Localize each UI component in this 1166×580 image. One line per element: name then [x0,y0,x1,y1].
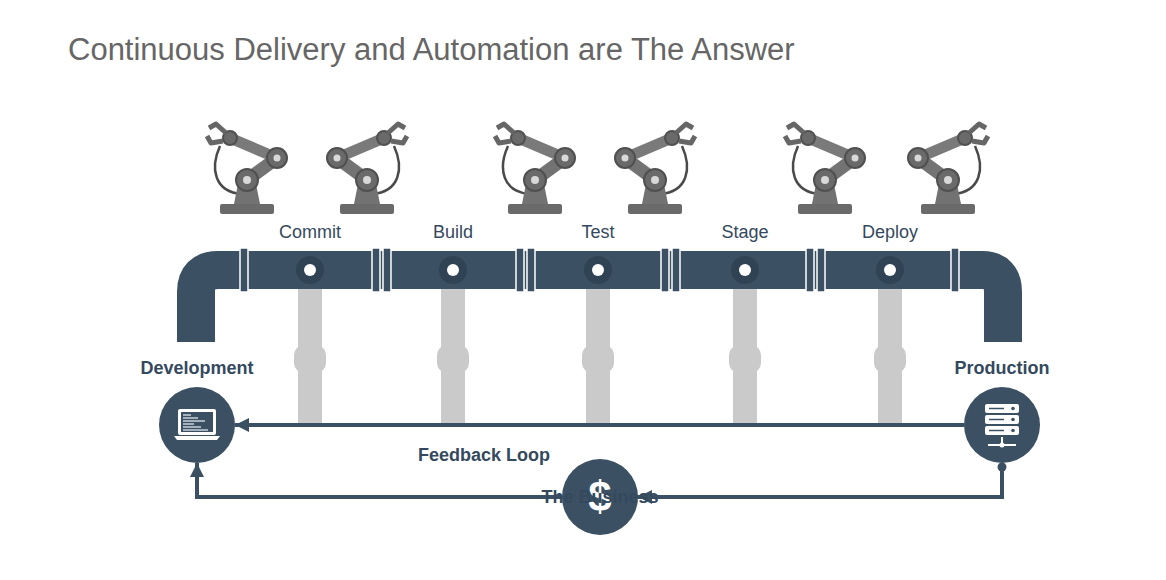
laptop-icon [174,409,220,440]
flow-arrow [197,463,562,497]
icon-circle: $The Business [562,459,638,535]
circle-shape [159,387,235,463]
pipe [196,248,1003,342]
robot-arms [207,124,988,214]
edge-label: Feedback Loop [415,445,553,466]
node-label: The Business [541,488,658,506]
title: Continuous Delivery and Automation are T… [68,32,795,68]
flow-arrow [235,425,964,426]
support-columns [294,288,906,426]
icon-circle: Production [964,387,1040,463]
circle-shape [964,387,1040,463]
server-icon [985,404,1019,448]
stage-label: Build [433,222,473,243]
node-label: Development [140,359,253,377]
icon-circle: Development [159,387,235,463]
flow-arrow [638,463,1007,498]
stage-label: Stage [721,222,768,243]
stage-label: Deploy [862,222,918,243]
stage-label: Commit [279,222,341,243]
stage-label: Test [581,222,614,243]
node-label: Production [955,359,1050,377]
